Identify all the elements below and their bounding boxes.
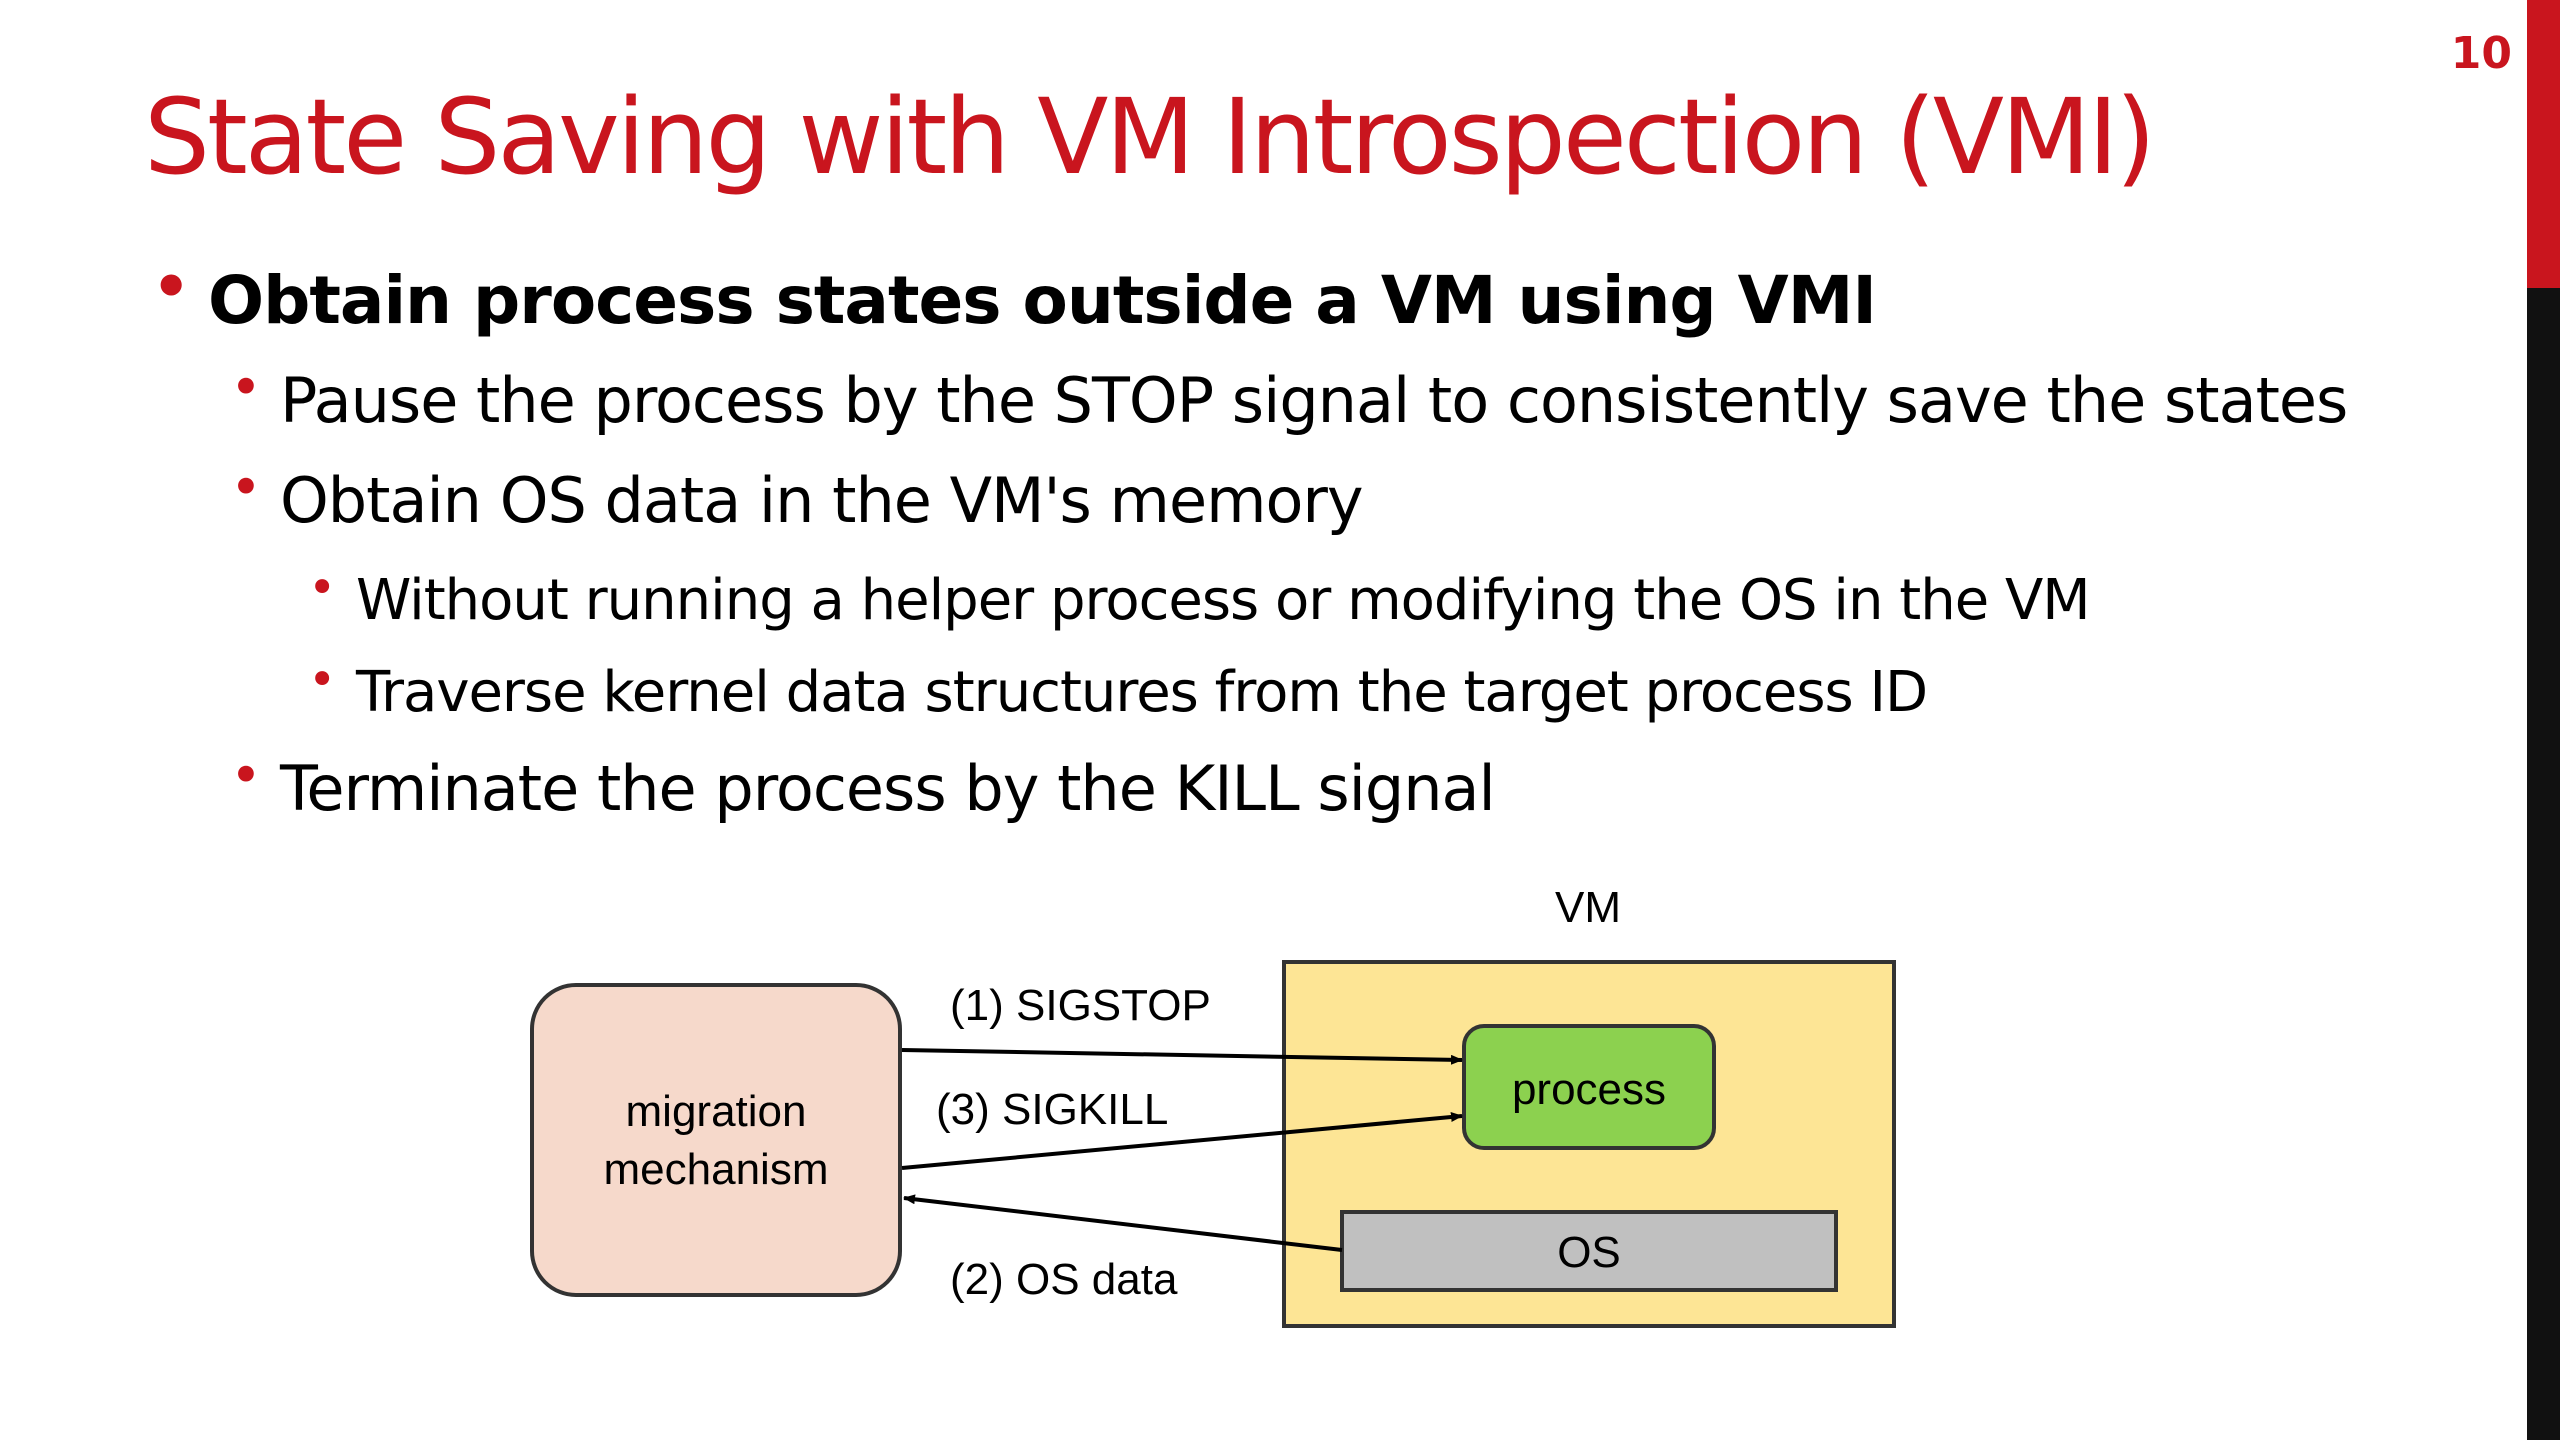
side-bar-accent <box>2527 0 2560 288</box>
bullet-dot-icon: • <box>308 652 336 708</box>
process-box <box>1462 1024 1716 1150</box>
bullet-item: • Obtain process states outside a VM usi… <box>152 252 1877 339</box>
bullet-text: Terminate the process by the KILL signal <box>280 752 1496 825</box>
page-number: 10 <box>2450 28 2512 79</box>
os-data-label: (2) OS data <box>950 1255 1178 1304</box>
bullet-item: • Terminate the process by the KILL sign… <box>230 744 1496 825</box>
bullet-dot-icon: • <box>152 252 190 322</box>
bullet-text: Traverse kernel data structures from the… <box>356 660 1928 725</box>
slide-title: State Saving with VM Introspection (VMI) <box>144 76 2156 198</box>
side-bar-dark <box>2527 288 2560 1440</box>
sigkill-arrow <box>901 1112 1463 1170</box>
bullet-item: • Pause the process by the STOP signal t… <box>230 356 2348 437</box>
sigkill-label: (3) SIGKILL <box>936 1085 1168 1134</box>
sigstop-label: (1) SIGSTOP <box>950 981 1211 1030</box>
os-label: OS <box>1557 1228 1621 1277</box>
migration-label-line1: migration <box>626 1087 807 1136</box>
os-data-arrow <box>903 1194 1343 1252</box>
bullet-item: • Without running a helper process or mo… <box>308 560 2091 633</box>
process-label: process <box>1512 1065 1666 1114</box>
sigstop-arrow <box>901 1048 1463 1065</box>
bullet-dot-icon: • <box>308 560 336 616</box>
bullet-dot-icon: • <box>230 456 262 519</box>
vm-label: VM <box>1555 883 1621 932</box>
os-box <box>1340 1210 1838 1292</box>
migration-label-line2: mechanism <box>604 1145 829 1194</box>
bullet-text: Obtain OS data in the VM's memory <box>280 464 1364 537</box>
bullet-text: Without running a helper process or modi… <box>356 568 2091 633</box>
bullet-text: Pause the process by the STOP signal to … <box>280 364 2348 437</box>
bullet-dot-icon: • <box>230 744 262 807</box>
bullet-text: Obtain process states outside a VM using… <box>208 262 1877 339</box>
bullet-item: • Obtain OS data in the VM's memory <box>230 456 1364 537</box>
bullet-dot-icon: • <box>230 356 262 419</box>
migration-mechanism-box <box>530 983 902 1297</box>
bullet-item: • Traverse kernel data structures from t… <box>308 652 1928 725</box>
